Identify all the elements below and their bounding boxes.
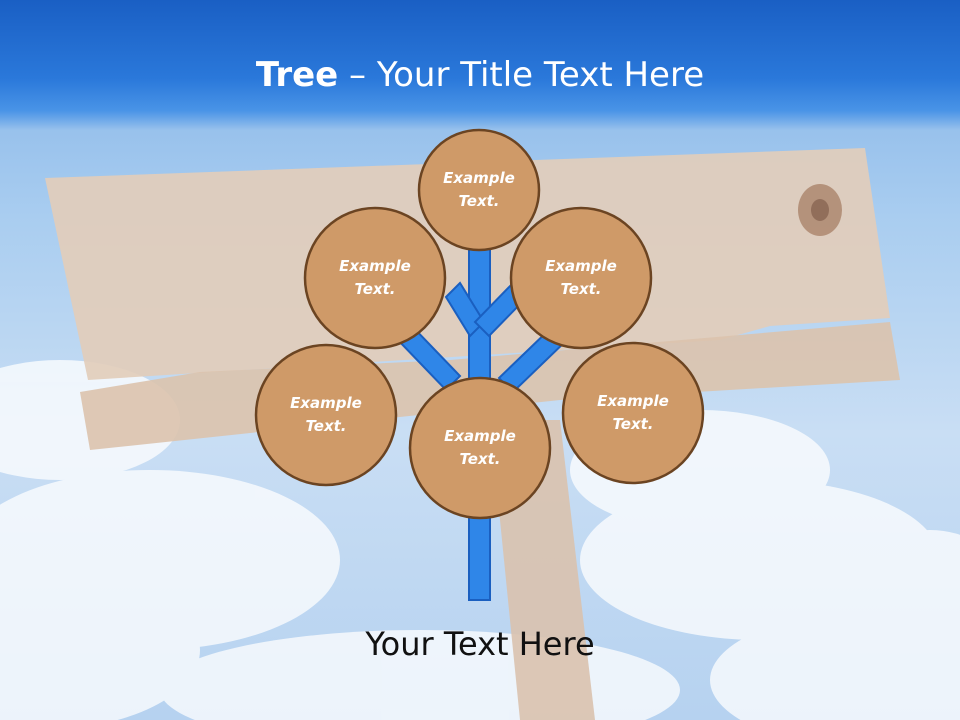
node-center-label: Example Text. [444, 427, 516, 468]
node-lower-left [254, 343, 398, 487]
node-lower-left-label: Example Text. [290, 394, 362, 435]
signpost-plank-upper [45, 148, 890, 380]
node-lower-right-label: Example Text. [597, 392, 669, 433]
title-dash: – [338, 55, 377, 95]
title-bold: Tree [255, 55, 339, 95]
node-center [408, 376, 552, 520]
footer-text: Your Text Here [365, 625, 595, 663]
slide-title: Tree – Your Title Text Here [0, 52, 960, 98]
title-rest: Your Title Text Here [376, 55, 705, 95]
node-upper-left [303, 206, 447, 350]
tree-nodes [254, 128, 705, 520]
title-bar [0, 0, 960, 130]
node-top [417, 128, 541, 252]
node-lower-right [561, 341, 705, 485]
node-upper-right-label: Example Text. [545, 257, 617, 298]
node-upper-left-label: Example Text. [339, 257, 411, 298]
node-top-label: Example Text. [443, 169, 515, 210]
node-upper-right [509, 206, 653, 350]
